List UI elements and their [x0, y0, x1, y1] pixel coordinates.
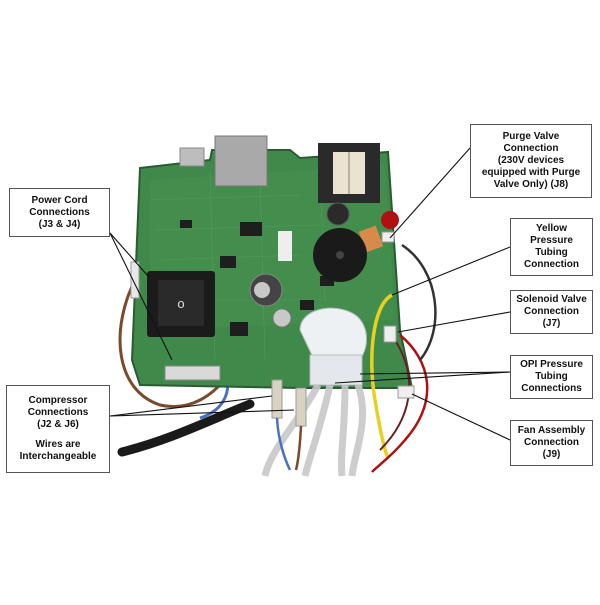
bottom-connector	[164, 365, 221, 381]
leader-opi-2	[359, 371, 511, 375]
leader-compressor-1	[109, 395, 273, 417]
leader-lines	[109, 147, 511, 441]
callout-purge-valve: Purge Valve Connection (230V devices equ…	[470, 124, 592, 198]
fuse	[381, 211, 399, 229]
leader-fan	[411, 393, 511, 441]
leader-purge-valve	[389, 147, 471, 239]
brown-wire	[118, 279, 232, 408]
leader-solenoid	[397, 311, 511, 333]
power-cord-connector	[130, 261, 140, 299]
solenoid-connector	[383, 325, 397, 343]
callout-yellow-tubing: Yellow Pressure Tubing Connection	[510, 218, 593, 276]
small-connector	[179, 147, 205, 167]
switch-o-mark: o	[177, 296, 184, 311]
leader-power-cord-1	[109, 232, 149, 277]
compressor-terminal-j2	[271, 379, 283, 419]
callout-compressor: Compressor Connections (J2 & J6) Wires a…	[6, 385, 110, 473]
board-label	[278, 231, 292, 261]
callout-power-cord: Power Cord Connections (J3 & J4)	[9, 188, 110, 237]
fan-connector	[397, 385, 415, 399]
leader-compressor-2	[109, 409, 295, 417]
network-connector	[214, 135, 268, 187]
red-wire	[371, 334, 429, 473]
purge-wire	[401, 243, 437, 361]
leader-yellow-tubing	[391, 246, 511, 296]
compressor-terminal-j6	[295, 387, 307, 427]
compressor-cable	[117, 399, 255, 457]
callout-opi-tubing: OPI Pressure Tubing Connections	[510, 355, 593, 399]
ic-chips	[180, 220, 334, 336]
capacitor	[326, 202, 350, 226]
callout-solenoid-valve: Solenoid Valve Connection (J7)	[510, 290, 593, 334]
leader-power-cord-2	[109, 232, 173, 361]
purge-connector	[381, 231, 395, 243]
pressure-tubing	[261, 383, 367, 477]
leader-opi-1	[334, 371, 511, 384]
callout-fan-assembly: Fan Assembly Connection (J9)	[510, 420, 593, 466]
